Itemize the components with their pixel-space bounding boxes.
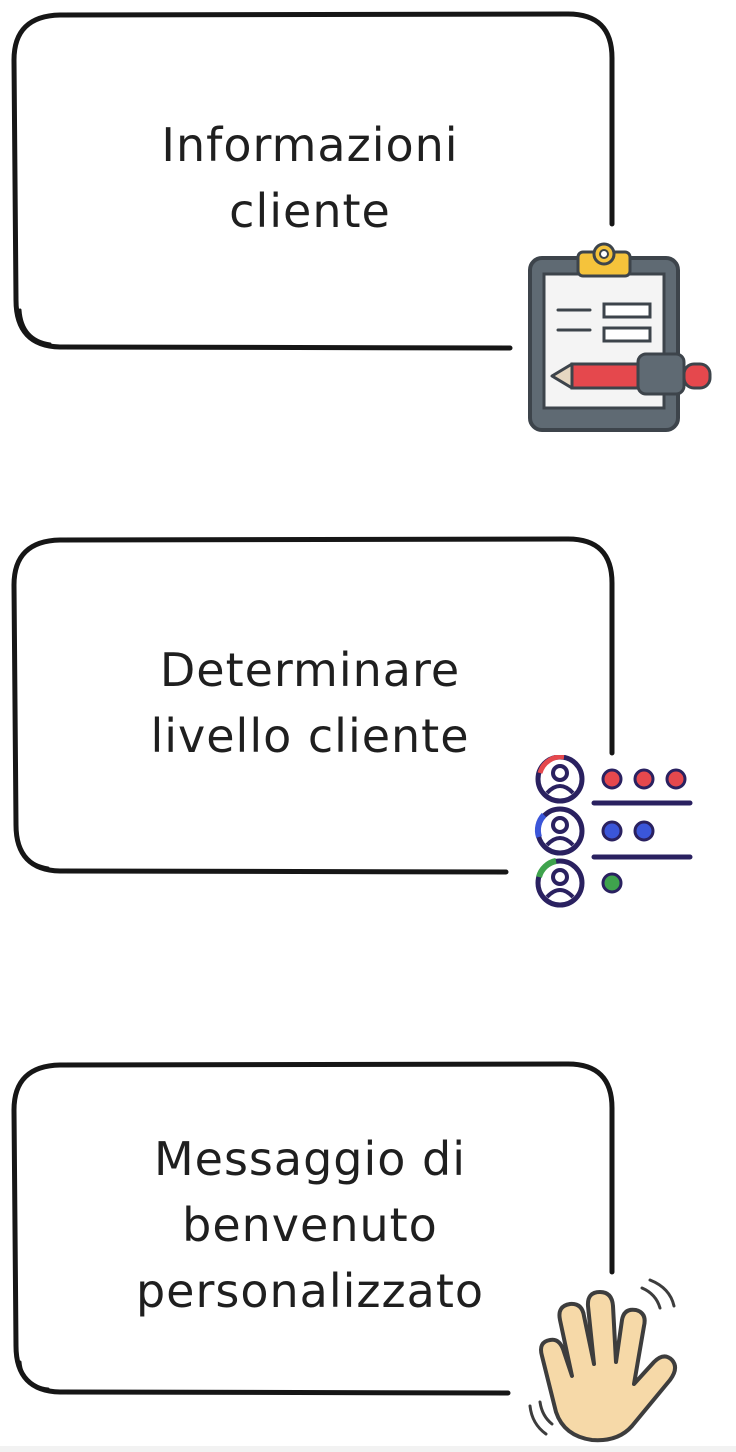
customer-tier-list-icon — [534, 755, 693, 908]
step-card-1: Informazioni cliente — [0, 0, 736, 460]
clipboard-pen-icon — [528, 242, 712, 432]
bottom-divider — [0, 1446, 736, 1452]
step-2-box-outline — [11, 536, 615, 875]
waving-hand-icon — [528, 1278, 677, 1443]
step-2-label: Determinare livello cliente — [150, 643, 470, 763]
step-3-box-outline — [11, 1061, 615, 1396]
step-3-label: Messaggio di benvenuto personalizzato — [135, 1132, 485, 1318]
step-1-box-outline — [11, 11, 615, 351]
step-card-2: Determinare livello cliente — [0, 525, 736, 925]
step-card-3: Messaggio di benvenuto personalizzato — [0, 1050, 736, 1446]
step-1-label: Informazioni cliente — [161, 118, 459, 238]
